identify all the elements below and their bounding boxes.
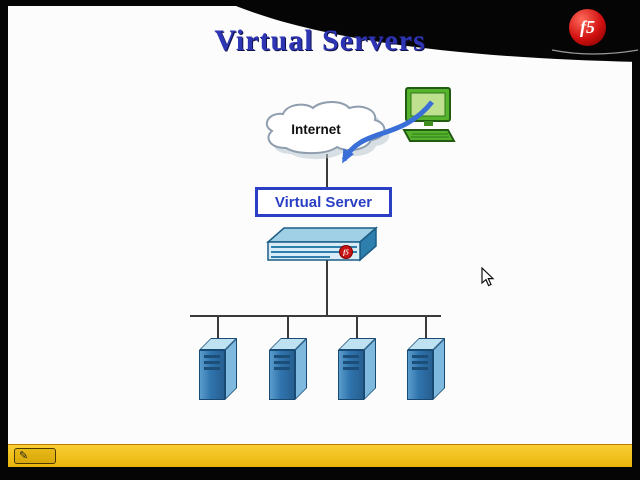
f5-logo: f5 [569, 9, 606, 46]
network-bus-line [190, 315, 441, 317]
curved-arrow-icon [320, 90, 450, 186]
server-slot [274, 361, 290, 364]
server-icon [269, 338, 309, 404]
pen-tool-button[interactable]: ✎ [14, 448, 56, 464]
server-side-face [225, 338, 237, 400]
server-side-face [364, 338, 376, 400]
server-slot [412, 355, 428, 358]
f5-ball-icon [339, 245, 353, 259]
pen-icon: ✎ [19, 449, 29, 462]
server-slot [412, 367, 428, 370]
server-slot [343, 355, 359, 358]
connector-line [326, 258, 328, 316]
mouse-cursor [481, 266, 495, 288]
server-front-face [338, 350, 364, 400]
virtual-server-box: Virtual Server [255, 187, 392, 217]
server-front-face [407, 350, 433, 400]
server-connector-line [287, 316, 289, 340]
slide-title: Virtual Servers [214, 24, 426, 57]
internet-label: Internet [291, 122, 341, 137]
server-slot [274, 367, 290, 370]
presenter-bar: ✎ [8, 444, 632, 467]
server-slot [204, 355, 220, 358]
server-icon [338, 338, 378, 404]
server-front-face [269, 350, 295, 400]
presentation-slide: Internet [8, 6, 632, 444]
server-side-face [295, 338, 307, 400]
server-slot [343, 367, 359, 370]
server-connector-line [425, 316, 427, 340]
load-balancer-icon: f5 [260, 216, 392, 264]
internet-cloud-icon: Internet [256, 100, 402, 164]
server-icon [407, 338, 447, 404]
connector-line [326, 154, 328, 190]
server-slot [274, 355, 290, 358]
f5-logo-text: f5 [580, 17, 595, 37]
virtual-server-label: Virtual Server [274, 193, 373, 211]
server-front-face [199, 350, 225, 400]
server-slot [343, 361, 359, 364]
server-slot [204, 367, 220, 370]
server-connector-line [356, 316, 358, 340]
server-connector-line [217, 316, 219, 340]
server-side-face [433, 338, 445, 400]
server-slot [412, 361, 428, 364]
server-icon [199, 338, 239, 404]
server-slot [204, 361, 220, 364]
appliance-logo-text: f5 [343, 249, 349, 257]
